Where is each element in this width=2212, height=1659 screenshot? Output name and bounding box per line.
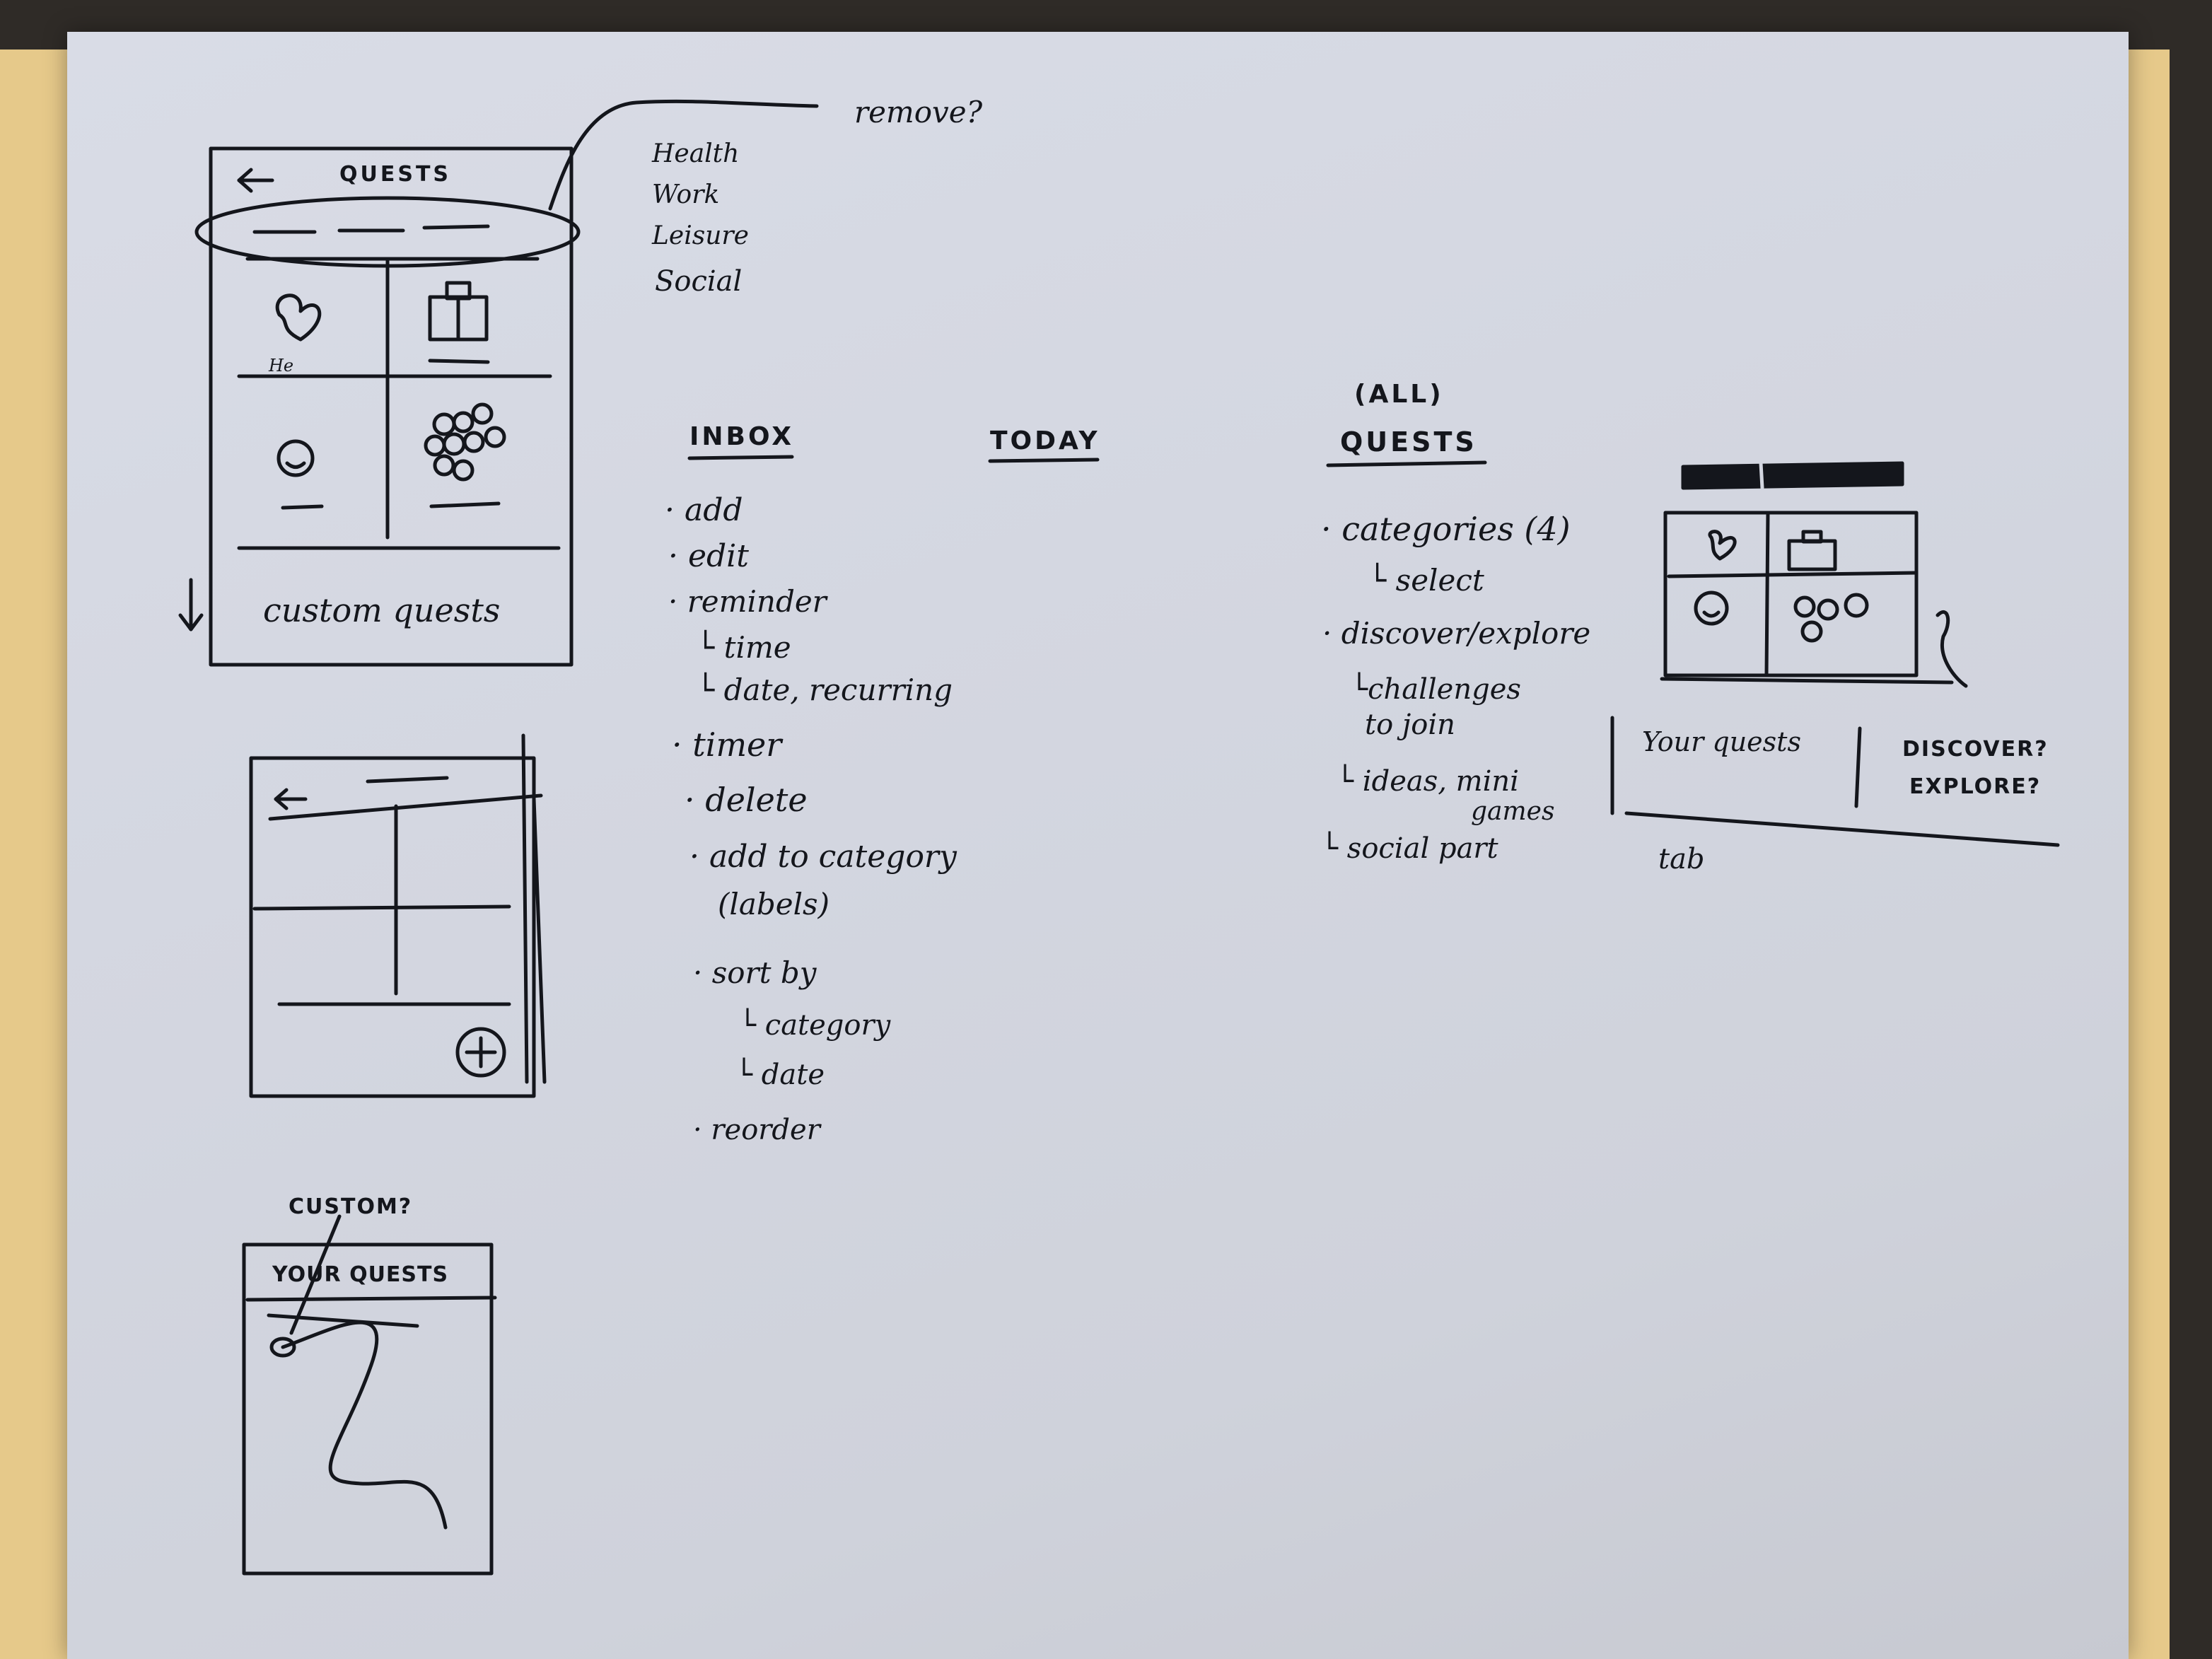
tab-your-quests: Your quests [1642,726,1801,757]
category-social: Social [655,265,743,298]
heart-icon [275,293,322,342]
remove-callout-line [548,99,819,211]
quests-item: └ social part [1321,832,1498,865]
quests-item: to join [1365,709,1455,741]
heart-icon [1708,530,1737,561]
add-fab-icon [455,1027,506,1078]
inbox-item: └ category [739,1009,891,1042]
inbox-item: · reminder [668,584,827,619]
remove-annotation: remove? [854,95,983,129]
group-smileys-icon [1793,593,1869,643]
scribbled-header [1681,461,1904,490]
quests-heading: QUESTS [1340,426,1477,458]
inbox-item: · delete [685,781,808,819]
quests-item: └ select [1368,563,1484,598]
today-underline [988,458,1100,463]
smiley-icon [276,439,315,477]
inbox-item: └ date [735,1059,825,1091]
touch-point-icon [269,1337,296,1358]
quests-screen-sketch [178,99,819,667]
inbox-heading: INBOX [689,422,795,451]
quests-item: └challenges [1351,673,1521,706]
tile-label: He [269,356,294,376]
inbox-item: · timer [672,726,782,764]
grid-screen-sketch [249,733,547,1098]
category-health: Health [652,139,740,168]
inbox-item: · add to category [689,839,957,875]
quests-item: · discover/explore [1322,616,1591,651]
tab-discover: DISCOVER? [1902,737,2049,762]
quests-item: · categories (4) [1321,510,1571,548]
quests-underline [1326,460,1487,467]
smiley-icon [1694,590,1729,626]
your-quests-sketch [242,1214,497,1576]
inbox-item: └ date, recurring [697,673,953,707]
all-heading: (ALL) [1354,380,1444,409]
tab-explore: EXPLORE? [1909,774,2042,799]
sketch-paper [67,32,2129,1659]
phone-frame [209,146,574,667]
inbox-item: · edit [668,538,749,574]
briefcase-icon [1787,539,1837,571]
custom-quests-label: custom quests [263,591,501,629]
your-quests-title: YOUR QUESTS [272,1262,449,1287]
inbox-underline [687,455,794,460]
quests-title: QUESTS [339,162,452,187]
swipe-gesture-path [281,1320,448,1530]
group-smileys-icon [424,402,506,482]
inbox-item: └ time [697,630,791,665]
inbox-item: · add [665,492,743,528]
inbox-item: · reorder [693,1114,820,1146]
inbox-item: · sort by [693,955,817,990]
quests-item: └ ideas, mini [1337,765,1519,798]
category-leisure: Leisure [652,221,749,250]
category-work: Work [652,180,720,209]
inbox-item: (labels) [718,887,830,921]
custom-annotation: CUSTOM? [289,1194,413,1219]
tab-caption: tab [1658,843,1705,875]
quests-tabs-sketch [1610,461,2060,847]
today-heading: TODAY [990,426,1100,455]
quests-item: games [1471,797,1555,826]
